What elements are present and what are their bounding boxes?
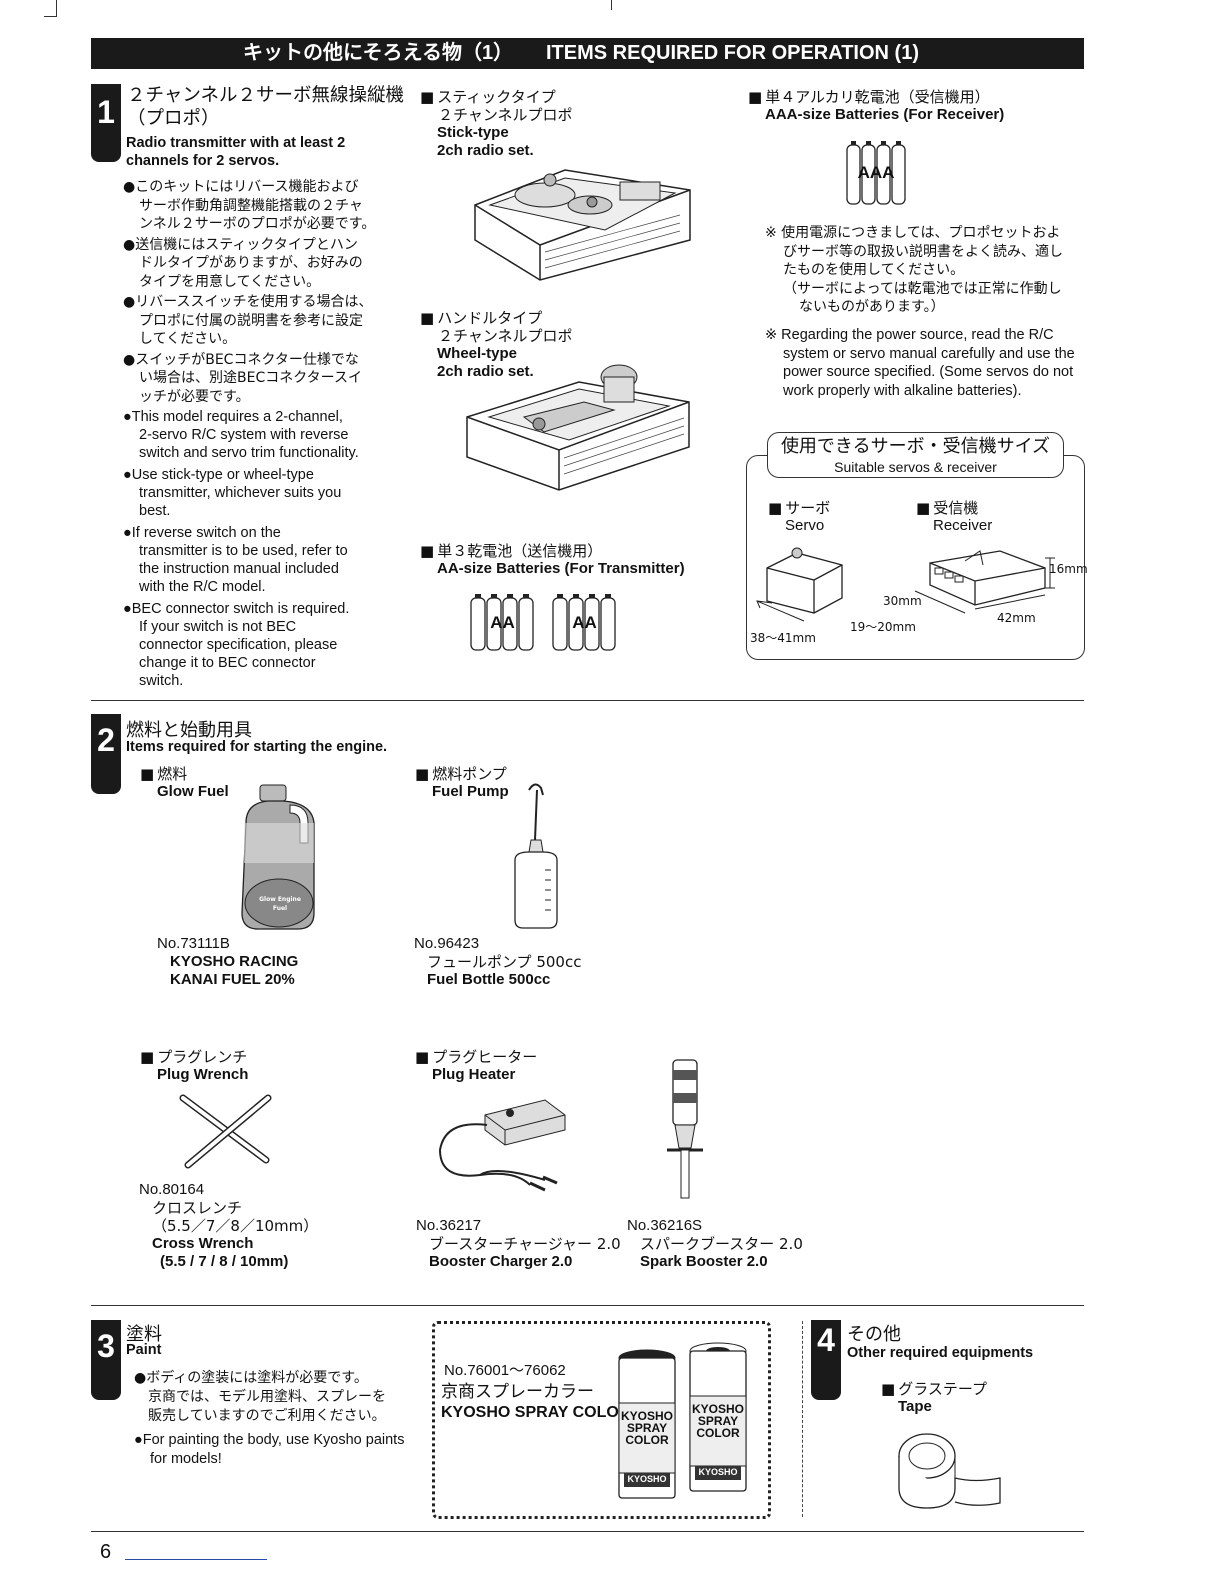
power-note-en: ※ Regarding the power source, read the R… [765,327,1075,399]
pump-product-info: No.96423 フュールポンプ 500cc Fuel Bottle 500cc [414,935,582,988]
fuel-jug-illustration [241,784,315,930]
dim-42: 42mm [997,611,1036,625]
note: ●This model requires a 2-channel,2-servo… [123,409,359,461]
spray-can-text: KYOSHO SPRAY COLOR [691,1402,744,1440]
dim-16: 16mm [1049,562,1088,576]
divider [91,1305,1084,1306]
page-number: 6 [100,1541,112,1563]
section-2-title-jp: 燃料と始動用具 [126,720,252,741]
divider [91,700,1084,701]
wheel-transmitter-illustration [466,364,690,491]
note: ●BEC connector switch is required.If you… [123,601,350,689]
section-number-1: 1 [91,84,121,162]
booster-charger-illustration [438,1099,566,1192]
paint-note-en: ●For painting the body, use Kyosho paint… [134,1432,405,1467]
tape-label: グラステープ Tape [881,1380,987,1416]
plug-heater-label: プラグヒーター Plug Heater [415,1048,537,1084]
header-title-jp: キットの他にそろえる物（1） [243,42,514,64]
spray-can-brand: KYOSHO [627,1474,667,1484]
spray-color-box [432,1321,771,1519]
spray-can-illustration [618,1349,676,1499]
aaa-battery-pack-icon [846,141,906,205]
section-1-title-jp: ２チャンネル２サーボ無線操縦機 （プロポ） [127,85,404,129]
dim-servo: 38〜41mm [750,631,816,645]
section-3-title-jp: 塗料 [126,1324,162,1345]
section-1-notes-jp: ●このキットにはリバース機能およびサーボ作動角調整機能搭載の２チャンネル２サーボ… [123,178,413,406]
crop-mark [56,0,57,16]
spray-product-info: No.76001〜76062 京商スプレーカラー KYOSHO SPRAY CO… [441,1362,631,1421]
receiver-illustration [914,550,1055,614]
servo-label: サーボ Servo [768,499,830,535]
note: ●リバーススイッチを使用する場合は、プロポに付属の説明書を参考に設定してください… [123,294,373,347]
wrench-product-info: No.80164 クロスレンチ （5.5／7／8／10mm） Cross Wre… [139,1181,319,1270]
paint-note-jp: ●ボディの塗装には塗料が必要です。 京商では、モデル用塗料、スプレーを 販売して… [134,1370,386,1424]
spray-can-text: KYOSHO SPRAY COLOR [620,1409,673,1447]
wheel-type-label: ハンドルタイプ ２チャンネルプロポ Wheel-type 2ch radio s… [420,309,573,381]
aa-batteries-label: 単３乾電池（送信機用） AA-size Batteries (For Trans… [420,542,685,578]
note: ●スイッチがBECコネクター仕様でない場合は、別途BECコネクタースイッチが必要… [123,351,362,405]
tape-roll-illustration [898,1433,1001,1509]
aa-battery-pack-icon [470,594,534,651]
section-4-title-jp: その他 [847,1324,901,1345]
plug-wrench-label: プラグレンチ Plug Wrench [140,1048,248,1084]
stick-transmitter-illustration [474,169,691,281]
spark-product-info: No.36216S スパークブースター 2.0 Spark Booster 2.… [627,1217,803,1270]
fuel-product-info: No.73111B KYOSHO RACING KANAI FUEL 20% [157,935,299,988]
page-header: キットの他にそろえる物（1） ITEMS REQUIRED FOR OPERAT… [91,38,1084,69]
dim-19-20: 19〜20mm [850,620,916,634]
section-1-title-en: Radio transmitter with at least 2 channe… [126,135,346,169]
receiver-label: 受信機 Receiver [916,499,992,535]
heater-product-info: No.36217 ブースターチャージャー 2.0 Booster Charger… [416,1217,621,1270]
fuel-bottle-illustration [514,783,558,929]
aa-label: AA [490,613,515,632]
aa-battery-pack-icon [552,594,616,651]
note: ●送信機にはスティックタイプとハンドルタイプがありますが、お好みのタイプを用意し… [123,236,363,290]
note: ●このキットにはリバース機能およびサーボ作動角調整機能搭載の２チャンネル２サーボ… [123,179,376,232]
crop-mark [611,0,612,10]
power-note-jp: ※ 使用電源につきましては、プロポセットおよ びサーボ等の取扱い説明書をよく読み… [765,225,1063,315]
spark-booster-illustration [667,1059,703,1199]
stick-type-label: スティックタイプ ２チャンネルプロポ Stick-type 2ch radio … [420,88,573,160]
section-4-title-en: Other required equipments [847,1345,1034,1361]
size-box-title: 使用できるサーボ・受信機サイズ Suitable servos & receiv… [767,432,1064,478]
glow-fuel-label: 燃料 Glow Fuel [140,765,229,801]
aa-label: AA [572,613,597,632]
fuel-jug-label: Glow Engine Fuel [259,896,301,912]
fuel-pump-label: 燃料ポンプ Fuel Pump [415,765,509,801]
aaa-label: AAA [857,163,895,182]
footer-rule [125,1559,267,1560]
cross-wrench-illustration [179,1094,272,1169]
section-separator [802,1321,803,1517]
section-number-3: 3 [91,1320,121,1400]
divider [91,1531,1084,1532]
section-number-4: 4 [811,1320,841,1400]
section-3-title-en: Paint [126,1342,162,1358]
section-2-title-en: Items required for starting the engine. [126,739,388,755]
spray-can-brand: KYOSHO [698,1467,738,1477]
crop-mark [44,16,57,17]
spray-can-illustration [689,1342,747,1492]
servo-illustration [756,547,843,622]
aaa-batteries-label: 単４アルカリ乾電池（受信機用） AAA-size Batteries (For … [748,88,1004,124]
section-number-2: 2 [91,714,121,794]
header-title-en: ITEMS REQUIRED FOR OPERATION (1) [546,42,919,64]
dim-30: 30mm [883,594,922,608]
section-1-notes-en: ●This model requires a 2-channel,2-servo… [123,408,413,690]
